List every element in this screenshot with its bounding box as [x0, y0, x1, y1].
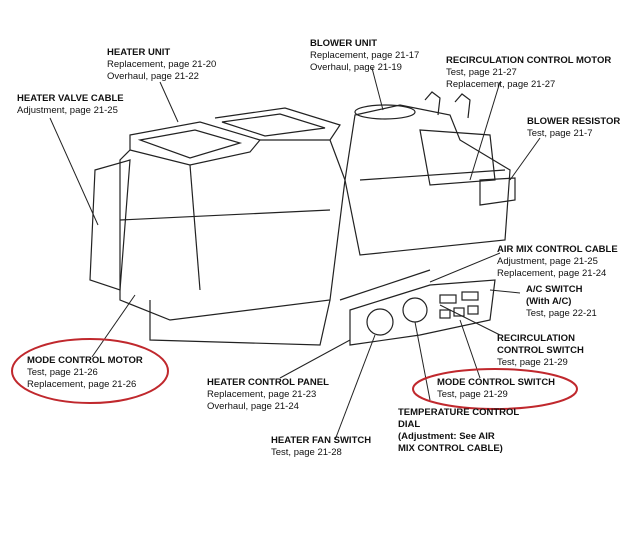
- highlight-mode-control-switch: [412, 368, 578, 410]
- leader-lines: [49, 67, 541, 441]
- label-recirculation-control-motor: RECIRCULATION CONTROL MOTOR Test, page 2…: [446, 55, 612, 90]
- highlight-mode-control-motor: [11, 338, 169, 404]
- label-air-mix-control-cable: AIR MIX CONTROL CABLE Adjustment, page 2…: [497, 244, 618, 279]
- label-heater-control-panel: HEATER CONTROL PANEL Replacement, page 2…: [207, 377, 329, 412]
- label-blower-unit: BLOWER UNIT Replacement, page 21-17 Over…: [310, 38, 420, 73]
- label-blower-resistor: BLOWER RESISTOR Test, page 21-7: [527, 116, 621, 139]
- label-heater-fan-switch: HEATER FAN SWITCH Test, page 21-28: [271, 435, 372, 458]
- label-temperature-control-dial: TEMPERATURE CONTROL DIAL (Adjustment: Se…: [398, 407, 520, 454]
- label-recirculation-control-switch: RECIRCULATION CONTROL SWITCH Test, page …: [497, 333, 584, 368]
- label-heater-unit: HEATER UNIT Replacement, page 21-20 Over…: [107, 47, 217, 82]
- heater-unit-drawing: [89, 107, 346, 346]
- label-heater-valve-cable: HEATER VALVE CABLE Adjustment, page 21-2…: [17, 93, 124, 116]
- label-mode-control-motor: MODE CONTROL MOTOR Test, page 21-26 Repl…: [27, 355, 143, 390]
- blower-unit-drawing: [344, 91, 516, 256]
- label-mode-control-switch: MODE CONTROL SWITCH Test, page 21-29: [437, 377, 556, 400]
- control-panel-drawing: [339, 269, 496, 346]
- label-ac-switch: A/C SWITCH (With A/C) Test, page 22-21: [526, 284, 597, 319]
